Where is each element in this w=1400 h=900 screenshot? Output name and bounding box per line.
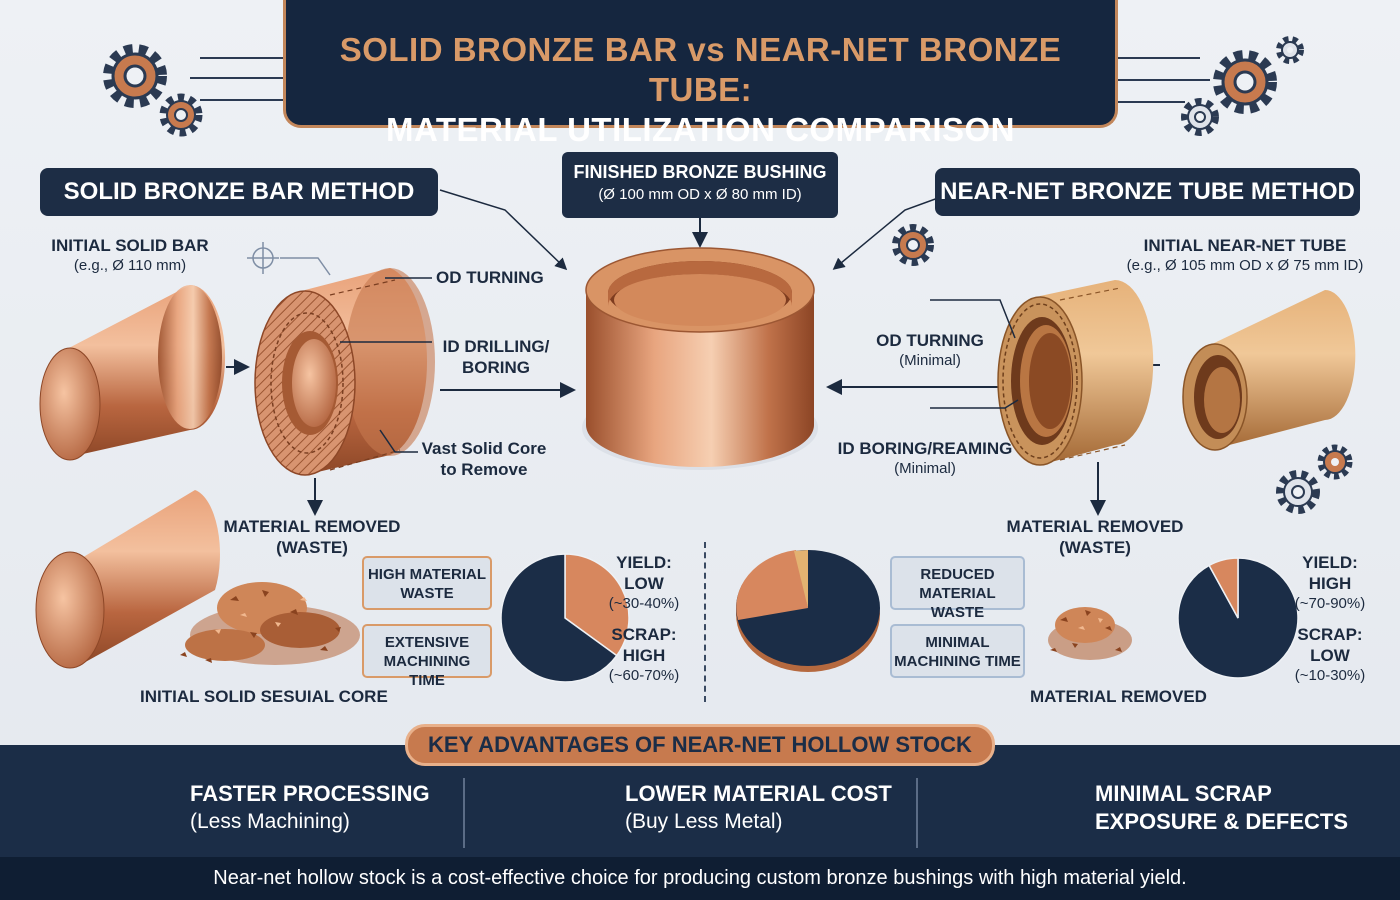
title-line2: MATERIAL UTILIZATION COMPARISON bbox=[385, 111, 1015, 148]
footer-caption: Near-net hollow stock is a cost-effectiv… bbox=[0, 857, 1400, 900]
left-section-header: SOLID BRONZE BAR METHOD bbox=[40, 168, 438, 216]
gear-icon bbox=[892, 224, 934, 266]
advantage-scrap-title-1: MINIMAL SCRAP bbox=[1095, 781, 1272, 806]
right-od-turning: OD TURNING bbox=[876, 331, 984, 350]
right-od-turning-block: OD TURNING (Minimal) bbox=[860, 330, 1000, 371]
gear-icon bbox=[159, 93, 203, 137]
right-id-boring-block: ID BORING/REAMING (Minimal) bbox=[835, 438, 1015, 479]
right-tag1-l2: MATERIAL WASTE bbox=[919, 585, 996, 621]
advantage-cost: LOWER MATERIAL COST (Buy Less Metal) bbox=[625, 780, 892, 836]
right-scrap-l1: SCRAP: bbox=[1297, 625, 1363, 644]
center-pie-decor bbox=[736, 550, 880, 672]
left-tag-high-waste: HIGH MATERIAL WASTE bbox=[362, 556, 492, 610]
advantage-faster: FASTER PROCESSING (Less Machining) bbox=[190, 780, 430, 836]
right-yield-l1: YIELD: bbox=[1302, 553, 1358, 572]
left-tag1-l2: WASTE bbox=[400, 585, 454, 602]
left-tag-machining: EXTENSIVE MACHINING TIME bbox=[362, 624, 492, 689]
left-od-turning: OD TURNING bbox=[436, 268, 544, 287]
gear-icon bbox=[103, 44, 167, 108]
right-scrap-l3: (~10-30%) bbox=[1294, 667, 1366, 684]
right-removed-l1: MATERIAL REMOVED bbox=[1006, 517, 1184, 536]
left-tag1-l1: HIGH MATERIAL bbox=[367, 566, 487, 583]
left-vast-l2: to Remove bbox=[440, 460, 528, 479]
gear-icon bbox=[1276, 470, 1320, 514]
left-initial-sub: (e.g., Ø 110 mm) bbox=[73, 257, 187, 274]
crosshair-icon bbox=[247, 242, 279, 274]
center-title: FINISHED BRONZE BUSHING bbox=[573, 162, 827, 182]
yield-pie-nearnet bbox=[1177, 557, 1299, 679]
pie-slice-scrap bbox=[500, 553, 618, 683]
center-subtitle: (Ø 100 mm OD x Ø 80 mm ID) bbox=[598, 186, 802, 203]
title-banner: SOLID BRONZE BAR vs NEAR-NET BRONZE TUBE… bbox=[283, 0, 1118, 148]
right-scrap-l2: LOW bbox=[1310, 646, 1350, 665]
right-yield-block: YIELD: HIGH (~70-90%) bbox=[1290, 552, 1370, 614]
left-core-label: INITIAL SOLID SESUIAL CORE bbox=[140, 687, 388, 706]
left-material-removed: MATERIAL REMOVED (WASTE) bbox=[222, 516, 402, 558]
left-id-drilling-l1: ID DRILLING/ bbox=[442, 337, 550, 356]
advantage-scrap: MINIMAL SCRAP EXPOSURE & DEFECTS bbox=[1095, 780, 1348, 836]
pie-slice-yield bbox=[1177, 557, 1299, 679]
right-tag-minimal-machining: MINIMAL MACHINING TIME bbox=[890, 624, 1025, 678]
gear-icon bbox=[1276, 36, 1304, 64]
left-removed-l2: (WASTE) bbox=[276, 538, 348, 557]
right-id-boring: ID BORING/REAMING bbox=[837, 439, 1013, 458]
left-vast-l1: Vast Solid Core bbox=[421, 439, 547, 458]
advantage-separator bbox=[463, 778, 465, 848]
right-section-header: NEAR-NET BRONZE TUBE METHOD bbox=[935, 168, 1360, 216]
gear-icon bbox=[1181, 98, 1219, 136]
left-yield-block: YIELD: LOW (~30-40%) bbox=[604, 552, 684, 614]
advantage-separator bbox=[916, 778, 918, 848]
right-yield-l2: HIGH bbox=[1308, 574, 1352, 593]
nearnet-tube-image bbox=[1182, 290, 1356, 451]
gear-icon bbox=[1317, 444, 1353, 480]
left-yield-l2: LOW bbox=[624, 574, 664, 593]
left-id-drilling: ID DRILLING/ BORING bbox=[436, 336, 556, 378]
right-initial-block: INITIAL NEAR-NET TUBE (e.g., Ø 105 mm OD… bbox=[1120, 235, 1370, 276]
right-id-minimal: (Minimal) bbox=[894, 460, 956, 477]
pie-slice-scrap bbox=[1208, 557, 1239, 619]
advantage-faster-sub: (Less Machining) bbox=[190, 810, 350, 833]
right-od-minimal: (Minimal) bbox=[899, 352, 961, 369]
left-scrap-l1: SCRAP: bbox=[611, 625, 677, 644]
title-line1: SOLID BRONZE BAR vs NEAR-NET BRONZE TUBE… bbox=[339, 31, 1062, 108]
right-material-removed: MATERIAL REMOVED (WASTE) bbox=[1005, 516, 1185, 558]
left-removed-l1: MATERIAL REMOVED bbox=[223, 517, 401, 536]
left-tag2-l1: EXTENSIVE bbox=[384, 634, 470, 651]
right-yield-l3: (~70-90%) bbox=[1294, 595, 1366, 612]
waste-core-image bbox=[35, 490, 220, 669]
solid-bar-image bbox=[39, 285, 226, 461]
machining-bar-image bbox=[254, 268, 435, 476]
left-id-drilling-l2: BORING bbox=[462, 358, 530, 377]
advantage-cost-sub: (Buy Less Metal) bbox=[625, 810, 783, 833]
advantages-title: KEY ADVANTAGES OF NEAR-NET HOLLOW STOCK bbox=[405, 724, 995, 766]
left-scrap-l3: (~60-70%) bbox=[608, 667, 680, 684]
right-initial-sub: (e.g., Ø 105 mm OD x Ø 75 mm ID) bbox=[1126, 257, 1364, 274]
left-yield-l1: YIELD: bbox=[616, 553, 672, 572]
left-initial-block: INITIAL SOLID BAR (e.g., Ø 110 mm) bbox=[30, 235, 230, 276]
gear-icon bbox=[1213, 50, 1277, 114]
finished-bushing-image bbox=[582, 247, 818, 470]
left-initial-title: INITIAL SOLID BAR bbox=[51, 236, 209, 255]
right-removed-small: MATERIAL REMOVED bbox=[1030, 687, 1207, 706]
center-header: FINISHED BRONZE BUSHING (Ø 100 mm OD x Ø… bbox=[562, 152, 838, 218]
nearnet-machining-image bbox=[997, 280, 1154, 466]
left-vast-core: Vast Solid Core to Remove bbox=[414, 438, 554, 480]
advantage-scrap-title-2: EXPOSURE & DEFECTS bbox=[1095, 809, 1349, 834]
right-removed-l2: (WASTE) bbox=[1059, 538, 1131, 557]
left-scrap-block: SCRAP: HIGH (~60-70%) bbox=[604, 624, 684, 686]
advantage-faster-title: FASTER PROCESSING bbox=[190, 781, 430, 806]
left-scrap-l2: HIGH bbox=[622, 646, 666, 665]
right-tag-reduced-waste: REDUCED MATERIAL WASTE bbox=[890, 556, 1025, 621]
right-tag1-l1: REDUCED bbox=[920, 566, 995, 583]
right-initial-title: INITIAL NEAR-NET TUBE bbox=[1143, 236, 1347, 255]
right-tag2-l2: MACHINING TIME bbox=[894, 653, 1021, 670]
chips-pile-small-image bbox=[1048, 607, 1132, 660]
center-divider bbox=[704, 542, 706, 702]
left-tag2-l2: MACHINING TIME bbox=[383, 653, 471, 689]
advantage-cost-title: LOWER MATERIAL COST bbox=[625, 781, 892, 806]
chips-pile-image bbox=[180, 582, 360, 665]
right-scrap-block: SCRAP: LOW (~10-30%) bbox=[1290, 624, 1370, 686]
left-yield-l3: (~30-40%) bbox=[608, 595, 680, 612]
right-tag2-l1: MINIMAL bbox=[925, 634, 990, 651]
